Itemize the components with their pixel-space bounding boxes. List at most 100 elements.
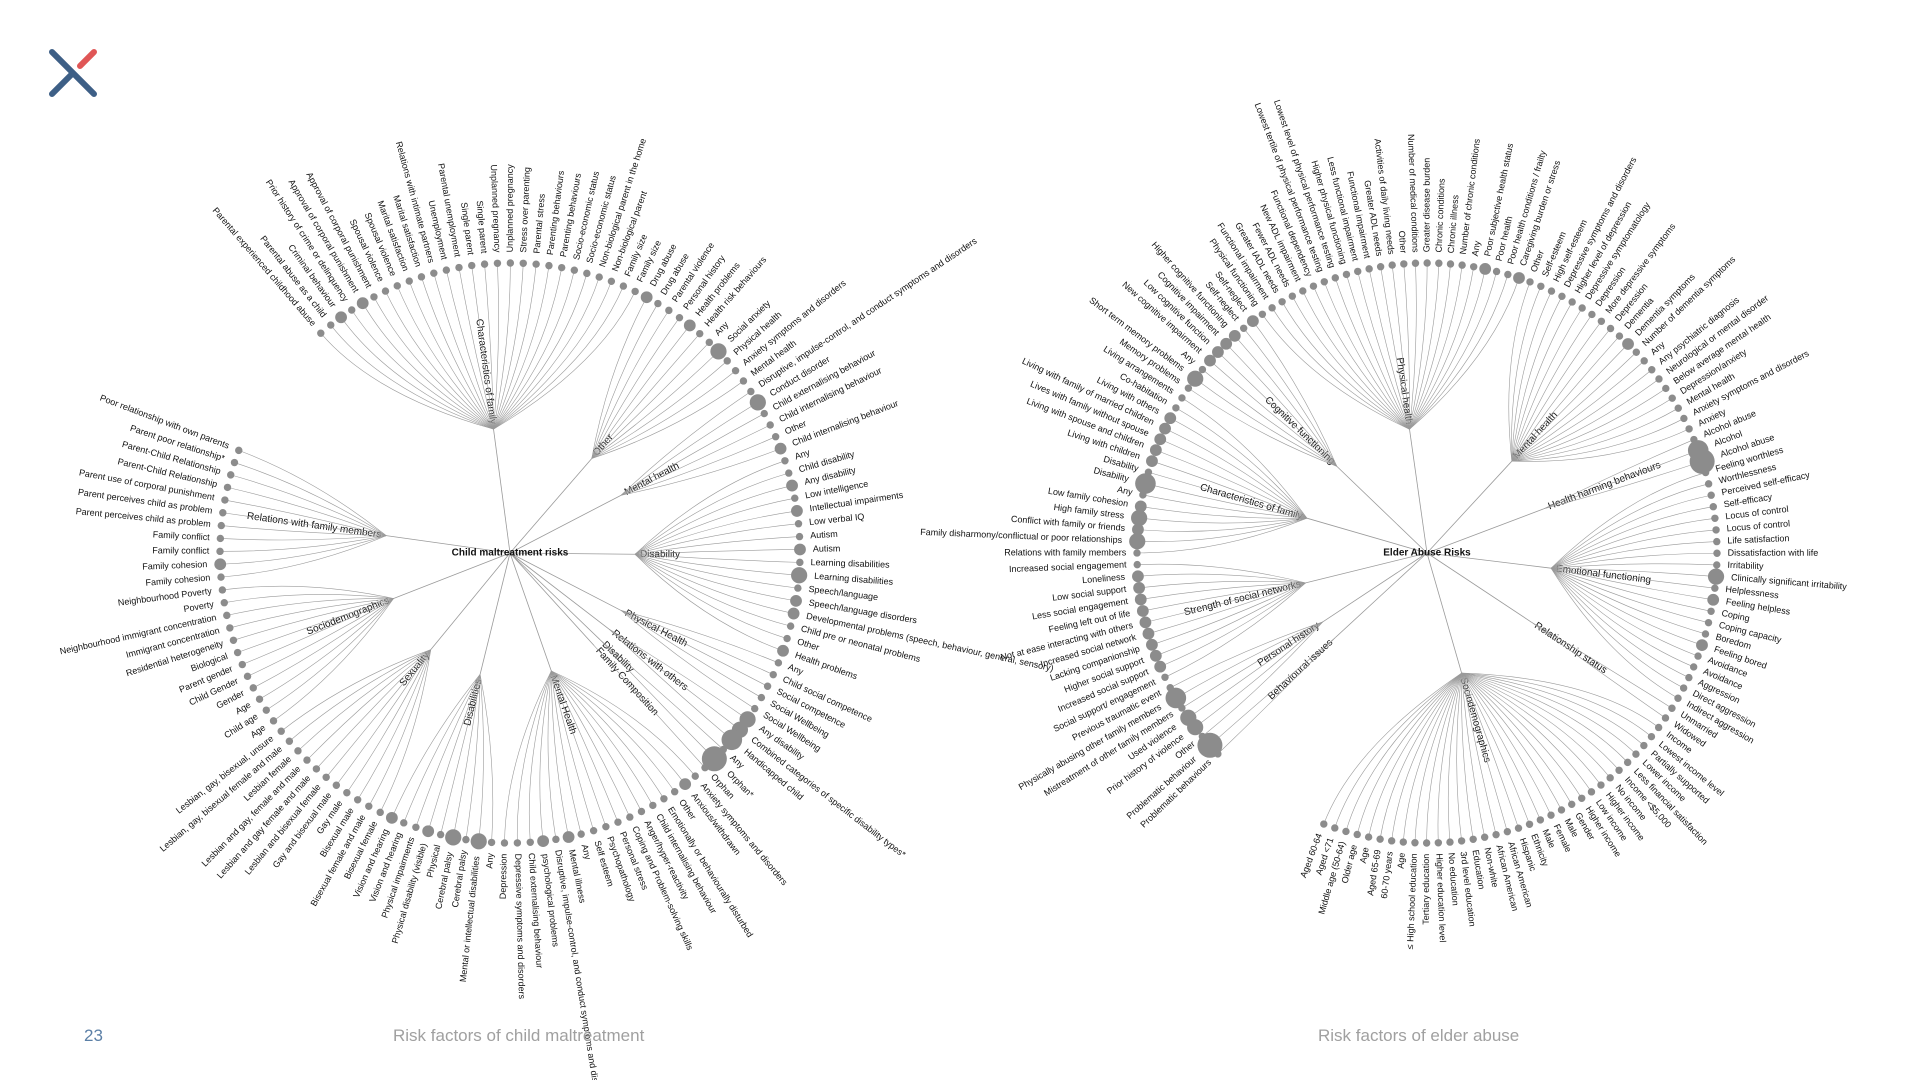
node-dot [774, 659, 783, 667]
node-dot [243, 672, 252, 681]
branch-link [430, 552, 511, 650]
leaf-link [1409, 263, 1417, 430]
node-dot [679, 778, 692, 791]
node-dot [626, 813, 634, 821]
node-dot [370, 293, 378, 301]
node-dot [1139, 616, 1152, 629]
leaf-link [551, 670, 607, 827]
node-dot [1655, 375, 1663, 383]
leaf-link [433, 273, 494, 430]
leaf-link [1356, 672, 1462, 835]
leaf-link [1209, 360, 1338, 467]
node-dot [1154, 660, 1167, 673]
leaf-link [330, 324, 494, 430]
node-dot [462, 835, 470, 844]
node-dot [233, 648, 242, 657]
node-dot [262, 706, 270, 714]
node-dot [1136, 605, 1149, 617]
leaf-link [1550, 567, 1709, 623]
node-dot [1654, 723, 1663, 732]
leaf-link [493, 281, 612, 430]
node-dot [1647, 732, 1656, 741]
branch-link [509, 552, 595, 646]
leaf-link [504, 670, 552, 843]
leaf-link [1531, 621, 1666, 719]
leaf-link [599, 639, 715, 759]
node-dot [532, 260, 540, 268]
node-dot [794, 520, 803, 528]
node-dot [785, 469, 793, 477]
branch-link [386, 535, 511, 554]
leaf-label: Chronic illness [1446, 194, 1461, 254]
node-dot [1422, 839, 1431, 847]
leaf-link [1511, 301, 1573, 462]
leaf-link [1550, 568, 1684, 689]
leaf-link [1323, 672, 1462, 825]
leaf-link [1391, 672, 1462, 841]
leaf-link [620, 436, 776, 496]
node-dot [774, 442, 787, 455]
node-dot [230, 458, 239, 467]
node-dot [1309, 282, 1318, 290]
node-dot [537, 835, 550, 848]
root-label: Elder Abuse Risks [1383, 548, 1471, 559]
leaf-link [1461, 673, 1497, 835]
branch-link [1305, 552, 1428, 584]
leaf-link [591, 342, 710, 459]
leaf-link [591, 325, 691, 459]
leaf-link [1324, 281, 1410, 430]
leaf-link [1345, 672, 1462, 832]
node-dot [1268, 304, 1276, 312]
node-dot [1674, 694, 1682, 702]
node-dot [710, 343, 727, 360]
leaf-link [1461, 672, 1652, 737]
node-dot [1376, 263, 1385, 271]
node-dot [1513, 272, 1525, 284]
node-dot [739, 377, 748, 385]
node-dot [665, 306, 673, 315]
node-dot [1503, 827, 1512, 836]
leaf-link [1194, 621, 1323, 728]
leaf-label: Dissatisfaction with life [1728, 548, 1819, 558]
leaf-link [1550, 529, 1717, 569]
leaf-link [1511, 335, 1620, 462]
leaf-label: Family conflict [153, 529, 211, 542]
node-dot [294, 747, 302, 755]
leaf-link [266, 598, 394, 711]
leaf-link [634, 472, 789, 555]
leaf-link [237, 598, 394, 653]
leaf-label: Health problems [794, 650, 860, 682]
leaf-link [368, 649, 432, 807]
branch-link [1426, 508, 1545, 554]
leaf-link [234, 462, 387, 536]
node-dot [1434, 839, 1443, 847]
leaf-label: Poverty [183, 599, 215, 614]
leaf-link [385, 290, 494, 430]
node-dot [721, 729, 743, 751]
node-dot [1492, 267, 1501, 276]
leaf-link [620, 402, 758, 496]
node-dot [229, 636, 238, 644]
node-dot [1258, 310, 1267, 318]
node-dot [1184, 384, 1193, 392]
branch-link [1426, 460, 1513, 554]
leaf-link [427, 674, 481, 832]
node-dot [1159, 422, 1171, 435]
leaf-link [551, 670, 569, 838]
leaf-link [516, 670, 552, 843]
leaf-link [1368, 268, 1410, 430]
node-dot [1246, 315, 1259, 327]
leaf-label: ≤ High school education [1405, 853, 1419, 949]
leaf-link [620, 448, 781, 496]
leaf-link [591, 360, 728, 459]
root-label: Child maltreatment risks [452, 548, 569, 559]
leaf-label: Number of medical conditions [1406, 134, 1421, 253]
node-dot [577, 830, 585, 838]
node-dot [787, 607, 800, 620]
leaf-link [1461, 673, 1485, 838]
leaf-label: No education [1446, 852, 1460, 906]
leaf-link [1409, 262, 1428, 430]
leaf-label: Age [1396, 852, 1407, 869]
leaf-link [465, 674, 481, 840]
node-dot [1469, 263, 1478, 271]
